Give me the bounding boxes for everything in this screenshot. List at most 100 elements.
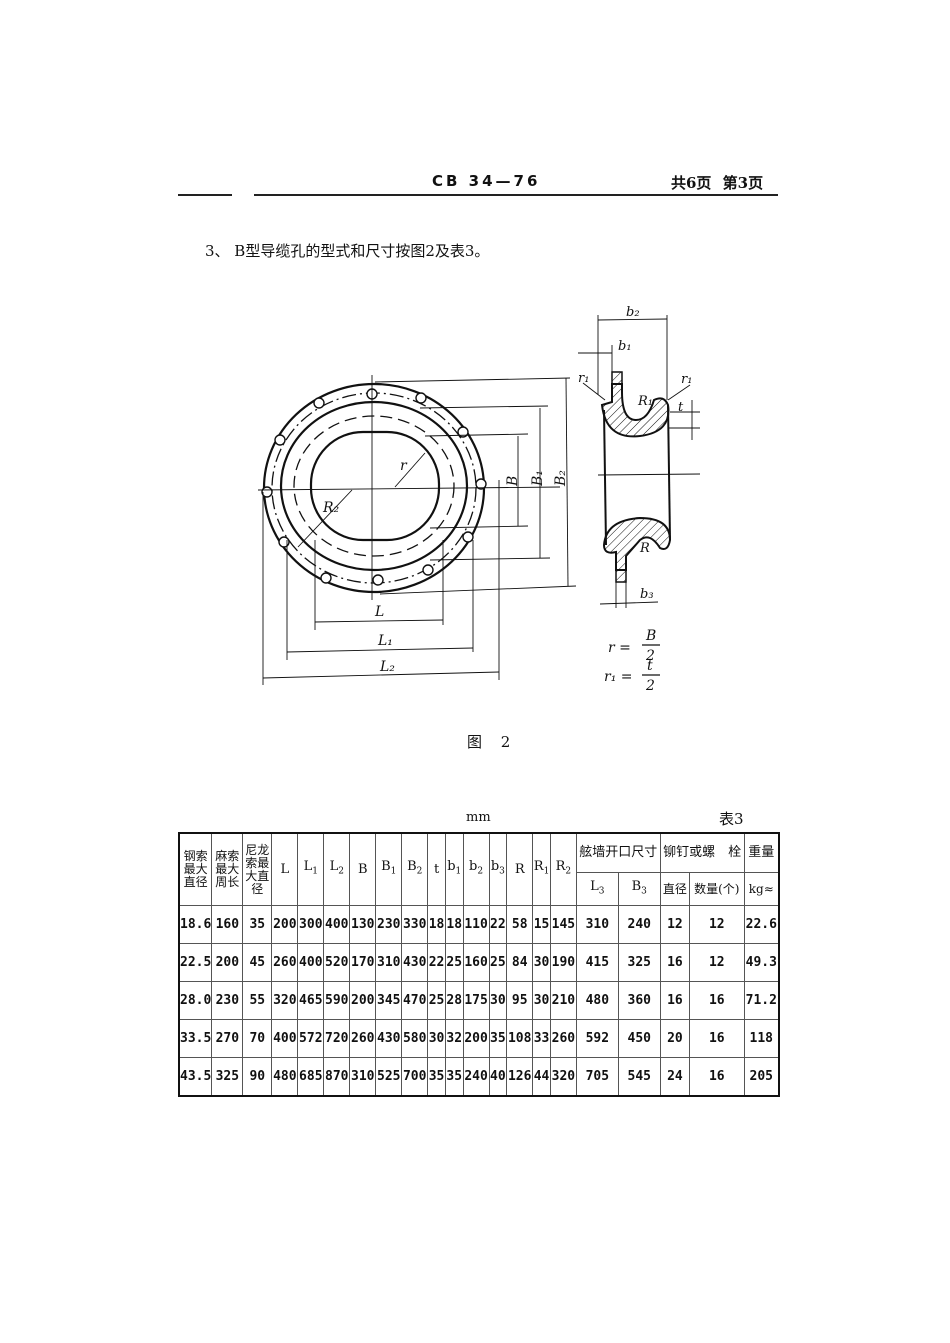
table-cell: 16 [659, 943, 691, 982]
table-cell: 30 [488, 981, 508, 1020]
label-B2: B₂ [553, 470, 569, 487]
table-cell: 525 [375, 1057, 403, 1097]
col-R1: R1 [532, 832, 551, 906]
table-cell: 35 [242, 905, 273, 944]
formula-r1-den: 2 [645, 678, 655, 694]
table-cell: 400 [297, 943, 325, 982]
fairlead-drawing: r R₂ B B₁ B₂ L L₁ L₂ b₂ [257, 305, 701, 694]
table-cell: 200 [462, 1019, 490, 1058]
table-cell: 24 [659, 1057, 691, 1097]
col-weight-unit: kg≈ [743, 872, 780, 906]
table-cell: 230 [211, 981, 244, 1020]
col-bulwark-opening: 舷墙开口尺寸 [575, 832, 661, 873]
table-cell: 200 [349, 981, 377, 1020]
table-cell: 325 [211, 1057, 244, 1097]
col-weight: 重量 [743, 832, 780, 873]
standard-code: CB 34—76 [432, 172, 541, 190]
table-cell: 300 [297, 905, 325, 944]
table-cell: 33 [532, 1019, 551, 1058]
table-cell: 400 [271, 1019, 299, 1058]
table-cell: 145 [549, 905, 577, 944]
table-cell: 325 [617, 943, 661, 982]
table-cell: 260 [271, 943, 299, 982]
col-B1: B1 [375, 832, 403, 906]
table-cell: 12 [659, 905, 691, 944]
table-cell: 18 [444, 905, 464, 944]
table-cell: 28.0 [178, 981, 213, 1020]
table-cell: 70 [242, 1019, 273, 1058]
label-B1: B₁ [530, 470, 546, 487]
col-b3: b3 [488, 832, 508, 906]
col-nylon-rope: 尼龙索最大直径 [242, 832, 273, 906]
table-cell: 130 [349, 905, 377, 944]
table-cell: 44 [532, 1057, 551, 1097]
table-cell: 160 [211, 905, 244, 944]
figure-caption: 图 2 [467, 733, 511, 751]
table-cell: 160 [462, 943, 490, 982]
table-cell: 49.3 [743, 943, 780, 982]
table-cell: 110 [462, 905, 490, 944]
table-cell: 12 [689, 905, 745, 944]
label-B: B [505, 476, 521, 487]
table-cell: 260 [549, 1019, 577, 1058]
col-B3: B3 [617, 872, 661, 906]
table-cell: 545 [617, 1057, 661, 1097]
col-steel-rope: 钢索最大直径 [178, 832, 213, 906]
table-cell: 260 [349, 1019, 377, 1058]
table-cell: 22 [427, 943, 446, 982]
col-L1: L1 [297, 832, 325, 906]
table-cell: 28 [444, 981, 464, 1020]
col-L2: L2 [323, 832, 351, 906]
table-cell: 400 [323, 905, 351, 944]
col-b2: b2 [462, 832, 490, 906]
table-cell: 430 [375, 1019, 403, 1058]
table-subheader-row: L3 B3 直径 数量(个) kg≈ [179, 872, 780, 906]
col-L: L [271, 832, 299, 906]
table-cell: 32 [444, 1019, 464, 1058]
table-cell: 720 [323, 1019, 351, 1058]
label-b3: b₃ [640, 587, 654, 602]
table-cell: 470 [401, 981, 429, 1020]
bolt-holes [261, 388, 487, 586]
label-L1: L₁ [377, 633, 393, 649]
col-t: t [427, 832, 446, 906]
table-cell: 55 [242, 981, 273, 1020]
table-cell: 320 [271, 981, 299, 1020]
table-cell: 520 [323, 943, 351, 982]
table-cell: 210 [549, 981, 577, 1020]
formula-r1-lhs: r₁ = [604, 669, 633, 685]
table-cell: 18 [427, 905, 446, 944]
label-R: R [639, 541, 650, 556]
table-cell: 170 [349, 943, 377, 982]
table-cell: 480 [575, 981, 619, 1020]
table-cell: 16 [659, 981, 691, 1020]
label-L2: L₂ [379, 659, 395, 675]
table-cell: 43.5 [178, 1057, 213, 1097]
total-pages: 共6页 [671, 174, 712, 192]
label-R1: R₁ [637, 394, 653, 409]
table-cell: 480 [271, 1057, 299, 1097]
table-cell: 310 [349, 1057, 377, 1097]
table-cell: 35 [488, 1019, 508, 1058]
table-cell: 30 [427, 1019, 446, 1058]
table-cell: 270 [211, 1019, 244, 1058]
table-cell: 40 [488, 1057, 508, 1097]
formula-r-den: 2 [645, 648, 655, 664]
spec-table: 钢索最大直径 麻索最大周长 尼龙索最大直径 L L1 L2 B B1 B2 t … [178, 832, 780, 1097]
table-cell: 126 [506, 1057, 534, 1097]
table-cell: 18.6 [178, 905, 213, 944]
table-cell: 360 [617, 981, 661, 1020]
table-cell: 705 [575, 1057, 619, 1097]
col-R: R [506, 832, 534, 906]
table-cell: 592 [575, 1019, 619, 1058]
label-b2: b₂ [626, 305, 640, 320]
table-cell: 84 [506, 943, 534, 982]
col-B2: B2 [401, 832, 429, 906]
table-cell: 25 [427, 981, 446, 1020]
table-cell: 345 [375, 981, 403, 1020]
table-cell: 190 [549, 943, 577, 982]
table-cell: 200 [211, 943, 244, 982]
table-cell: 12 [689, 943, 745, 982]
